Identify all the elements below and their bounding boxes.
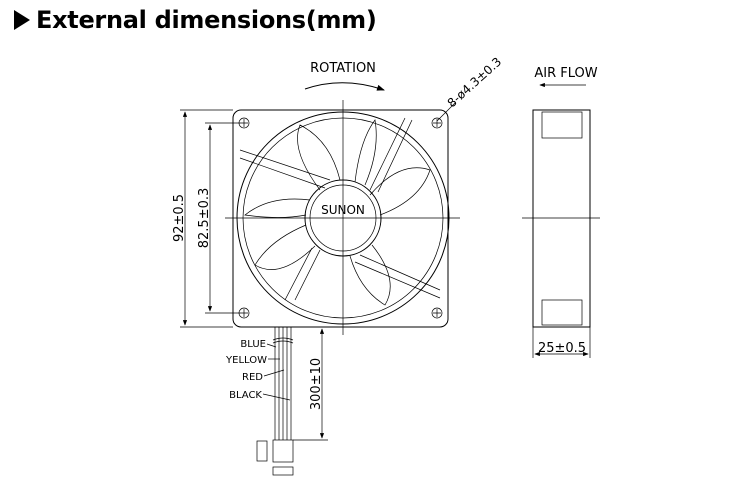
rotation-label: ROTATION xyxy=(310,61,376,76)
thickness-dimension-label: 25±0.5 xyxy=(538,341,586,356)
section-title-text: External dimensions(mm) xyxy=(36,6,377,34)
cable-length-label: 300±10 xyxy=(309,358,324,410)
rotation-arrow-icon xyxy=(304,82,385,91)
triangle-bullet-icon xyxy=(14,10,30,30)
outer-dimension-label: 92±0.5 xyxy=(172,194,187,242)
section-title: External dimensions(mm) xyxy=(14,6,377,34)
cable-bundle xyxy=(256,326,328,476)
wire-label-yellow: YELLOW xyxy=(225,355,267,366)
hole-callout: 8-ø4.3±0.3 xyxy=(445,55,505,111)
airflow-label: AIR FLOW xyxy=(534,66,597,81)
fan-side-view xyxy=(522,109,600,328)
wire-label-red: RED xyxy=(242,372,263,383)
wire-label-black: BLACK xyxy=(229,390,262,401)
fan-front-view: SUNON xyxy=(225,100,460,335)
brand-label: SUNON xyxy=(321,203,365,217)
wire-label-blue: BLUE xyxy=(240,339,266,350)
hole-pitch-dimension-label: 82.5±0.3 xyxy=(197,188,212,249)
